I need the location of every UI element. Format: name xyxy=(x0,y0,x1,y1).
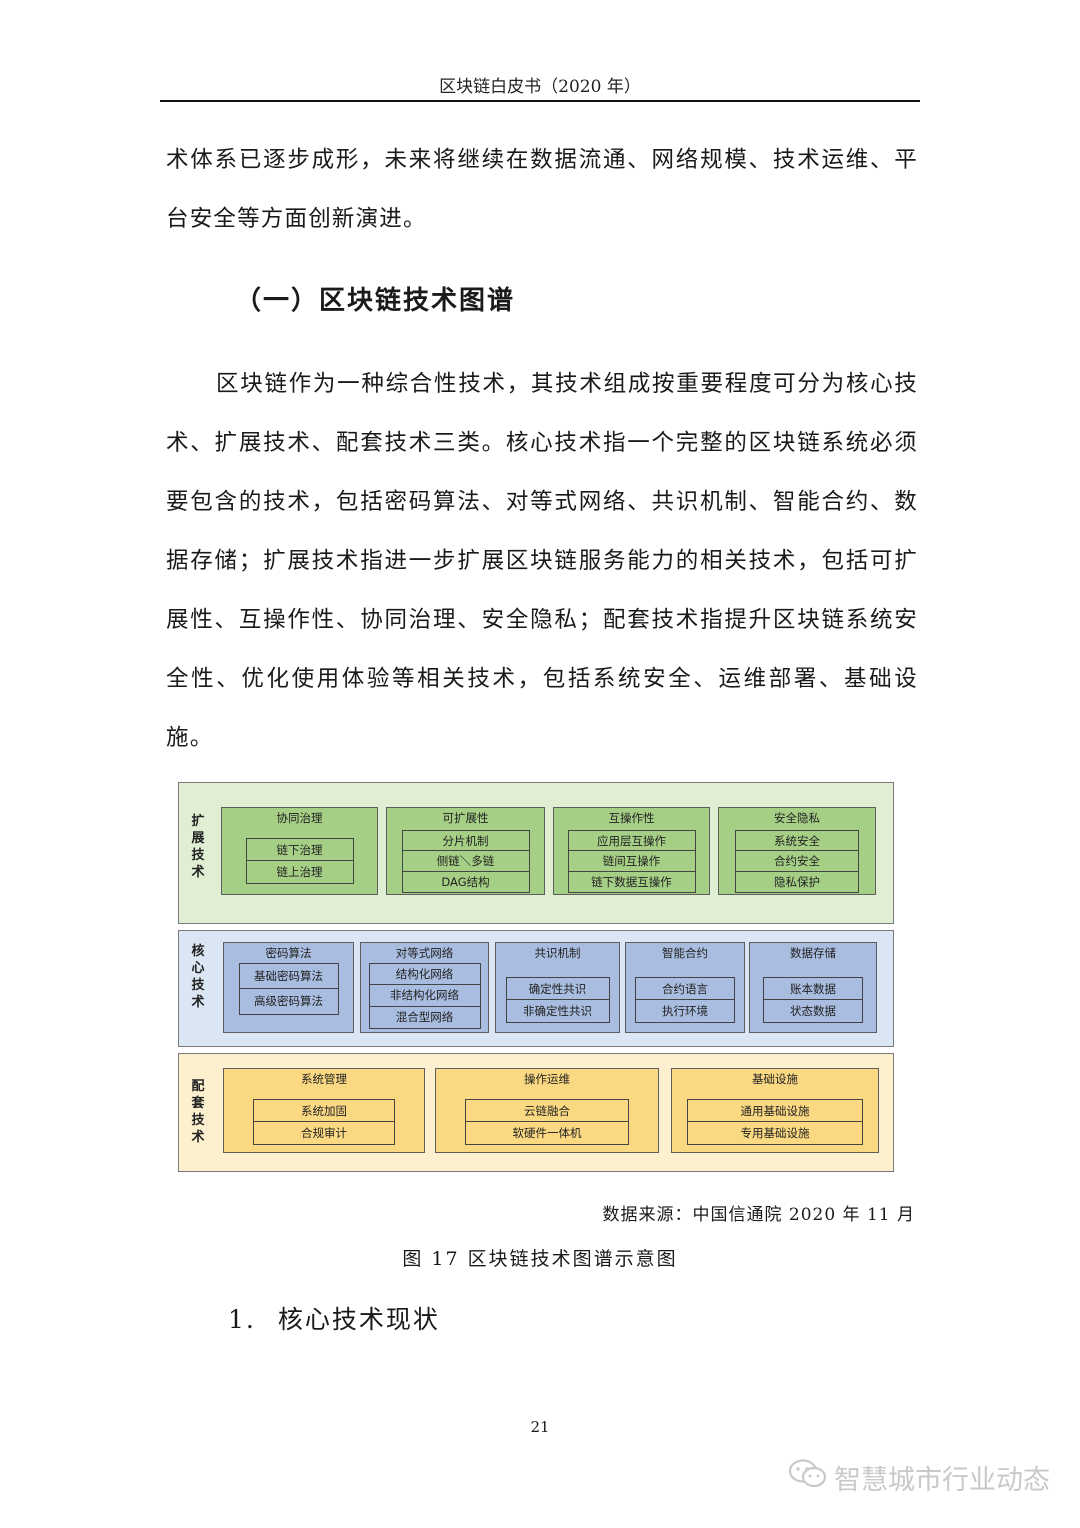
group-data-storage: 数据存储 账本数据 状态数据 xyxy=(749,942,877,1033)
group-title: 密码算法 xyxy=(265,946,312,960)
tech-item: 应用层互操作 xyxy=(567,830,696,851)
tech-item: 基础密码算法 xyxy=(238,963,339,989)
group-security-privacy: 安全隐私 系统安全 合约安全 隐私保护 xyxy=(718,807,876,895)
group-title: 对等式网络 xyxy=(395,946,454,960)
group-scalability: 可扩展性 分片机制 侧链＼多链 DAG结构 xyxy=(386,807,545,895)
group-title: 协同治理 xyxy=(276,811,323,825)
tech-item: 链下数据互操作 xyxy=(567,872,696,893)
tech-item: 侧链＼多链 xyxy=(401,851,530,872)
tech-item: 云链融合 xyxy=(465,1099,629,1122)
group-system-management: 系统管理 系统加固 合规审计 xyxy=(223,1068,425,1153)
paragraph: 术体系已逐步成形，未来将继续在数据流通、网络规模、技术运维、平台安全等方面创新演… xyxy=(166,147,918,232)
group-infrastructure: 基础设施 通用基础设施 专用基础设施 xyxy=(671,1068,879,1153)
tech-item: 系统加固 xyxy=(253,1099,395,1122)
tech-item: 高级密码算法 xyxy=(238,989,339,1015)
layer-label: 配套技术 xyxy=(191,1079,205,1145)
wechat-icon xyxy=(788,1458,834,1497)
tech-item: 状态数据 xyxy=(763,1000,863,1023)
tech-item: 链间互操作 xyxy=(567,851,696,872)
tech-item: 合规审计 xyxy=(253,1122,395,1145)
data-source: 数据来源：中国信通院 2020 年 11 月 xyxy=(602,1205,915,1225)
page-number: 21 xyxy=(530,1418,550,1436)
group-p2p-network: 对等式网络 结构化网络 非结构化网络 混合型网络 xyxy=(360,942,489,1033)
tech-item: 链上治理 xyxy=(245,861,354,884)
tech-item: 通用基础设施 xyxy=(687,1099,863,1122)
tech-item: DAG结构 xyxy=(401,872,530,893)
group-governance: 协同治理 链下治理 链上治理 xyxy=(221,807,378,895)
tech-item: 合约安全 xyxy=(735,851,859,872)
layer-support: 配套技术 系统管理 系统加固 合规审计 操作运维 云链融合 软硬件一体机 基础设… xyxy=(178,1053,894,1172)
watermark: 智慧城市行业动态 xyxy=(788,1458,1050,1497)
watermark-text: 智慧城市行业动态 xyxy=(834,1465,1050,1496)
layer-core: 核心技术 密码算法 基础密码算法 高级密码算法 对等式网络 结构化网络 非结构化… xyxy=(178,930,894,1047)
tech-item: 系统安全 xyxy=(735,830,859,851)
tech-item: 隐私保护 xyxy=(735,872,859,893)
group-title: 互操作性 xyxy=(608,811,655,825)
group-title: 智能合约 xyxy=(662,946,708,960)
group-title: 数据存储 xyxy=(790,946,836,960)
tech-item: 非结构化网络 xyxy=(368,985,481,1007)
tech-item: 执行环境 xyxy=(635,1000,735,1023)
group-title: 可扩展性 xyxy=(442,811,489,825)
subheading-number: 1. xyxy=(228,1305,256,1334)
tech-item: 链下治理 xyxy=(245,838,354,861)
layer-label: 扩展技术 xyxy=(191,814,205,880)
group-interoperability: 互操作性 应用层互操作 链间互操作 链下数据互操作 xyxy=(553,807,710,895)
subheading: 1. 核心技术现状 xyxy=(228,1300,440,1336)
group-consensus: 共识机制 确定性共识 非确定性共识 xyxy=(495,942,620,1033)
tech-item: 专用基础设施 xyxy=(687,1122,863,1145)
layer-label: 核心技术 xyxy=(191,944,205,1010)
group-title: 操作运维 xyxy=(524,1072,570,1086)
subheading-text: 核心技术现状 xyxy=(277,1305,440,1334)
group-title: 共识机制 xyxy=(534,946,581,960)
header-rule xyxy=(160,100,920,102)
group-cryptography: 密码算法 基础密码算法 高级密码算法 xyxy=(223,942,354,1033)
page-header: 区块链白皮书（2020 年） xyxy=(439,77,641,97)
group-title: 安全隐私 xyxy=(774,811,820,825)
layer-extension: 扩展技术 协同治理 链下治理 链上治理 可扩展性 分片机制 侧链＼多链 DAG结… xyxy=(178,782,894,924)
tech-item: 结构化网络 xyxy=(368,963,481,985)
section-title: （一）区块链技术图谱 xyxy=(235,286,516,316)
tech-item: 非确定性共识 xyxy=(505,1000,610,1023)
tech-item: 混合型网络 xyxy=(368,1007,481,1029)
group-operations: 操作运维 云链融合 软硬件一体机 xyxy=(435,1068,659,1153)
tech-item: 确定性共识 xyxy=(505,977,610,1000)
tech-item: 账本数据 xyxy=(763,977,863,1000)
tech-item: 软硬件一体机 xyxy=(465,1122,629,1145)
group-title: 系统管理 xyxy=(301,1072,347,1086)
group-smart-contract: 智能合约 合约语言 执行环境 xyxy=(625,942,745,1033)
figure-caption: 图 17 区块链技术图谱示意图 xyxy=(402,1248,678,1270)
paragraph: 区块链作为一种综合性技术，其技术组成按重要程度可分为核心技术、扩展技术、配套技术… xyxy=(166,371,918,751)
tech-item: 合约语言 xyxy=(635,977,735,1000)
group-title: 基础设施 xyxy=(752,1072,798,1086)
tech-item: 分片机制 xyxy=(401,830,530,851)
